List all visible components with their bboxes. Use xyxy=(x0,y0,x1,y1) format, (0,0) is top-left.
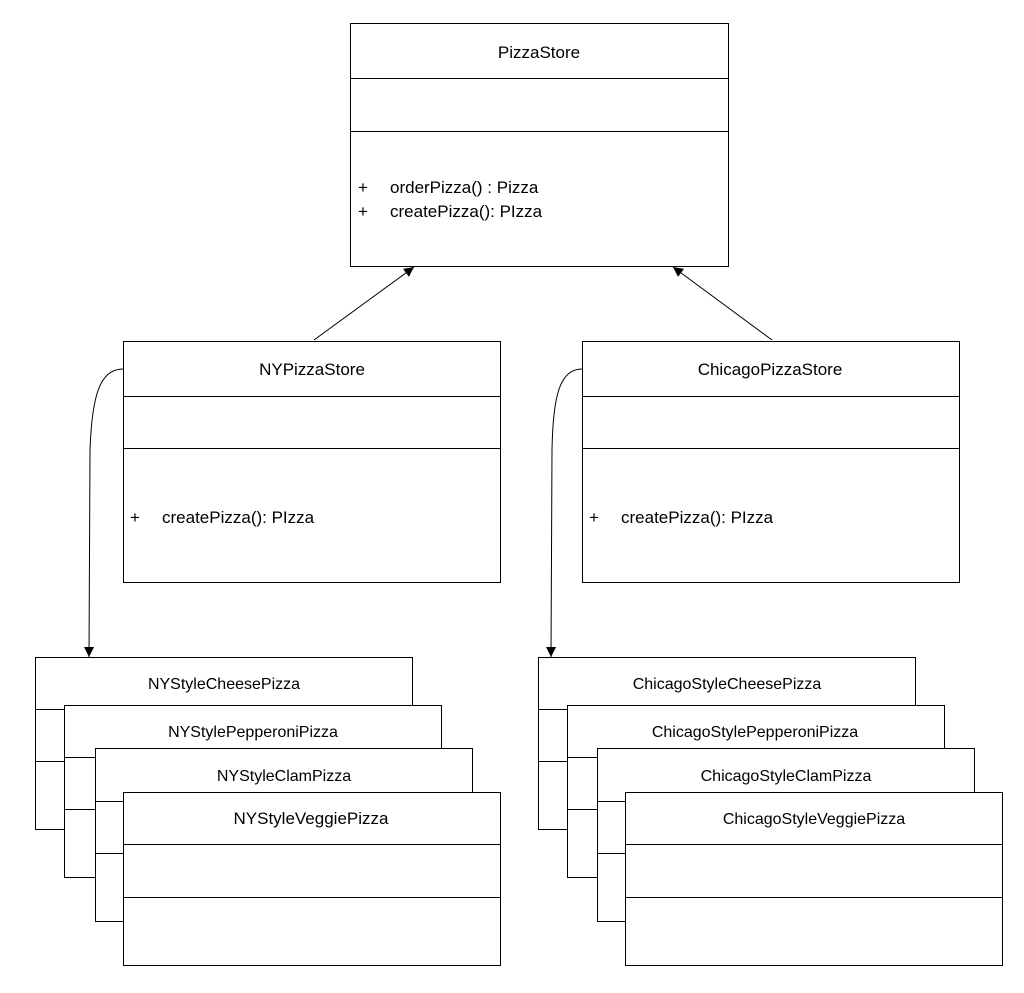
class-name: NYStylePepperoniPizza xyxy=(168,724,338,741)
ny-pizza-stack: NYStyleCheesePizza NYStylePepperoniPizza… xyxy=(35,657,501,966)
class-name: PizzaStore xyxy=(498,43,580,62)
class-chicago-pizza-store[interactable]: ChicagoPizzaStore + createPizza(): PIzza xyxy=(582,341,960,583)
class-pizza-store[interactable]: PizzaStore + orderPizza() : Pizza + crea… xyxy=(350,23,729,267)
class-name: ChicagoStyleCheesePizza xyxy=(633,676,822,693)
class-ny-style-veggie-pizza[interactable]: NYStyleVeggiePizza xyxy=(123,792,501,966)
class-name: NYStyleVeggiePizza xyxy=(234,809,390,828)
operation-visibility: + xyxy=(589,508,599,527)
operation: orderPizza() : Pizza xyxy=(390,178,539,197)
class-name: NYStyleClamPizza xyxy=(217,768,351,785)
operation-visibility: + xyxy=(358,178,368,197)
class-box xyxy=(625,792,1003,966)
class-chicago-style-veggie-pizza[interactable]: ChicagoStyleVeggiePizza xyxy=(625,792,1003,966)
class-name: NYStyleCheesePizza xyxy=(148,676,300,693)
ny-store-to-pizza-store-arrow xyxy=(313,266,415,341)
class-box xyxy=(582,341,960,583)
chicago-store-to-pizza-store-arrow xyxy=(672,266,773,341)
class-name: ChicagoStylePepperoniPizza xyxy=(652,724,858,741)
class-name: ChicagoStyleVeggiePizza xyxy=(723,811,905,828)
class-box xyxy=(123,792,501,966)
chicago-store-to-chicago-pizzas-arrow xyxy=(546,368,583,658)
relationships xyxy=(84,266,773,658)
operation-visibility: + xyxy=(358,202,368,221)
class-name: ChicagoStyleClamPizza xyxy=(701,768,872,785)
class-box xyxy=(350,23,729,267)
operation: createPizza(): PIzza xyxy=(162,508,315,527)
chicago-pizza-stack: ChicagoStyleCheesePizza ChicagoStylePepp… xyxy=(538,657,1003,966)
ny-store-to-ny-pizzas-arrow xyxy=(84,368,124,658)
operation: createPizza(): PIzza xyxy=(621,508,774,527)
class-name: NYPizzaStore xyxy=(259,360,365,379)
class-name: ChicagoPizzaStore xyxy=(698,360,843,379)
operation-visibility: + xyxy=(130,508,140,527)
class-ny-pizza-store[interactable]: NYPizzaStore + createPizza(): PIzza xyxy=(123,341,501,583)
class-box xyxy=(123,341,501,583)
operation: createPizza(): PIzza xyxy=(390,202,543,221)
